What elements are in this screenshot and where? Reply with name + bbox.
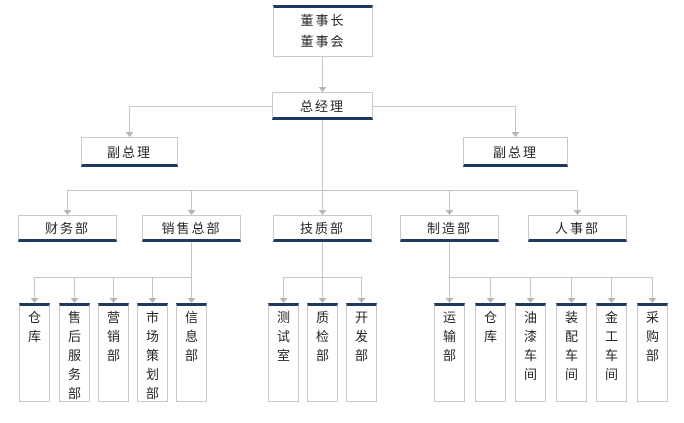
node-transport-dept: 运输部 [434,303,465,402]
arrow-down-icon [573,210,582,215]
node-label: 董事长 [300,14,346,29]
arrow-down-icon [187,298,196,303]
node-label: 仓库 [483,311,497,345]
arrow-down-icon [318,210,327,215]
node-after-sales-service-dept: 售后服务部 [59,303,90,402]
node-warehouse-sales: 仓库 [19,303,50,402]
node-metalwork-workshop: 金工车间 [596,303,627,402]
node-label: 财务部 [44,222,90,237]
arrow-down-icon [357,298,366,303]
arrow-down-icon [445,298,454,303]
node-finance-dept: 财务部 [18,215,117,242]
arrow-down-icon [318,298,327,303]
arrow-down-icon [607,298,616,303]
node-sales-hq: 销售总部 [142,215,241,242]
node-label: 技质部 [299,222,345,237]
node-vice-gm-left: 副总理 [81,137,178,167]
node-label: 副总理 [492,145,538,161]
node-quality-inspection-dept: 质检部 [307,303,338,402]
node-label: 董事会 [300,35,346,50]
arrow-down-icon [148,298,157,303]
arrow-down-icon [567,298,576,303]
arrow-down-icon [648,298,657,303]
node-label: 信息部 [184,311,198,364]
node-general-manager: 总经理 [272,92,373,120]
node-label: 质检部 [315,311,329,364]
node-market-planning-dept: 市场策划部 [137,303,168,402]
node-warehouse-mfg: 仓库 [475,303,506,402]
node-tech-quality-dept: 技质部 [273,215,372,242]
node-label: 装配车间 [564,311,578,383]
arrow-down-icon [318,87,327,92]
node-label: 金工车间 [604,311,618,383]
node-purchasing-dept: 采购部 [637,303,668,402]
node-label: 销售总部 [161,222,222,237]
arrow-down-icon [30,298,39,303]
node-label: 开发部 [354,311,368,364]
node-information-dept: 信息部 [176,303,207,402]
node-chairman-board: 董事长 董事会 [273,5,373,57]
arrow-down-icon [125,132,134,137]
arrow-down-icon [486,298,495,303]
node-vice-gm-right: 副总理 [463,137,568,167]
node-label: 人事部 [554,222,600,237]
arrow-down-icon [445,210,454,215]
node-label: 制造部 [426,222,472,237]
node-label: 仓库 [27,311,41,345]
arrow-down-icon [187,210,196,215]
node-paint-workshop: 油漆车间 [515,303,546,402]
node-label: 总经理 [299,99,345,115]
arrow-down-icon [63,210,72,215]
node-hr-dept: 人事部 [528,215,627,242]
arrow-down-icon [511,132,520,137]
arrow-down-icon [70,298,79,303]
node-manufacturing-dept: 制造部 [400,215,499,242]
node-label: 营销部 [106,311,120,364]
node-label: 采购部 [645,311,659,364]
node-assembly-workshop: 装配车间 [556,303,587,402]
arrow-down-icon [526,298,535,303]
arrow-down-icon [109,298,118,303]
arrow-down-icon [279,298,288,303]
node-label: 副总理 [106,145,152,161]
node-label: 售后服务部 [67,311,81,402]
node-label: 运输部 [442,311,456,364]
node-label: 测试室 [276,311,290,364]
node-marketing-dept: 营销部 [98,303,129,402]
node-development-dept: 开发部 [346,303,377,402]
node-label: 油漆车间 [523,311,537,383]
node-test-room: 测试室 [268,303,299,402]
node-label: 市场策划部 [145,311,159,402]
